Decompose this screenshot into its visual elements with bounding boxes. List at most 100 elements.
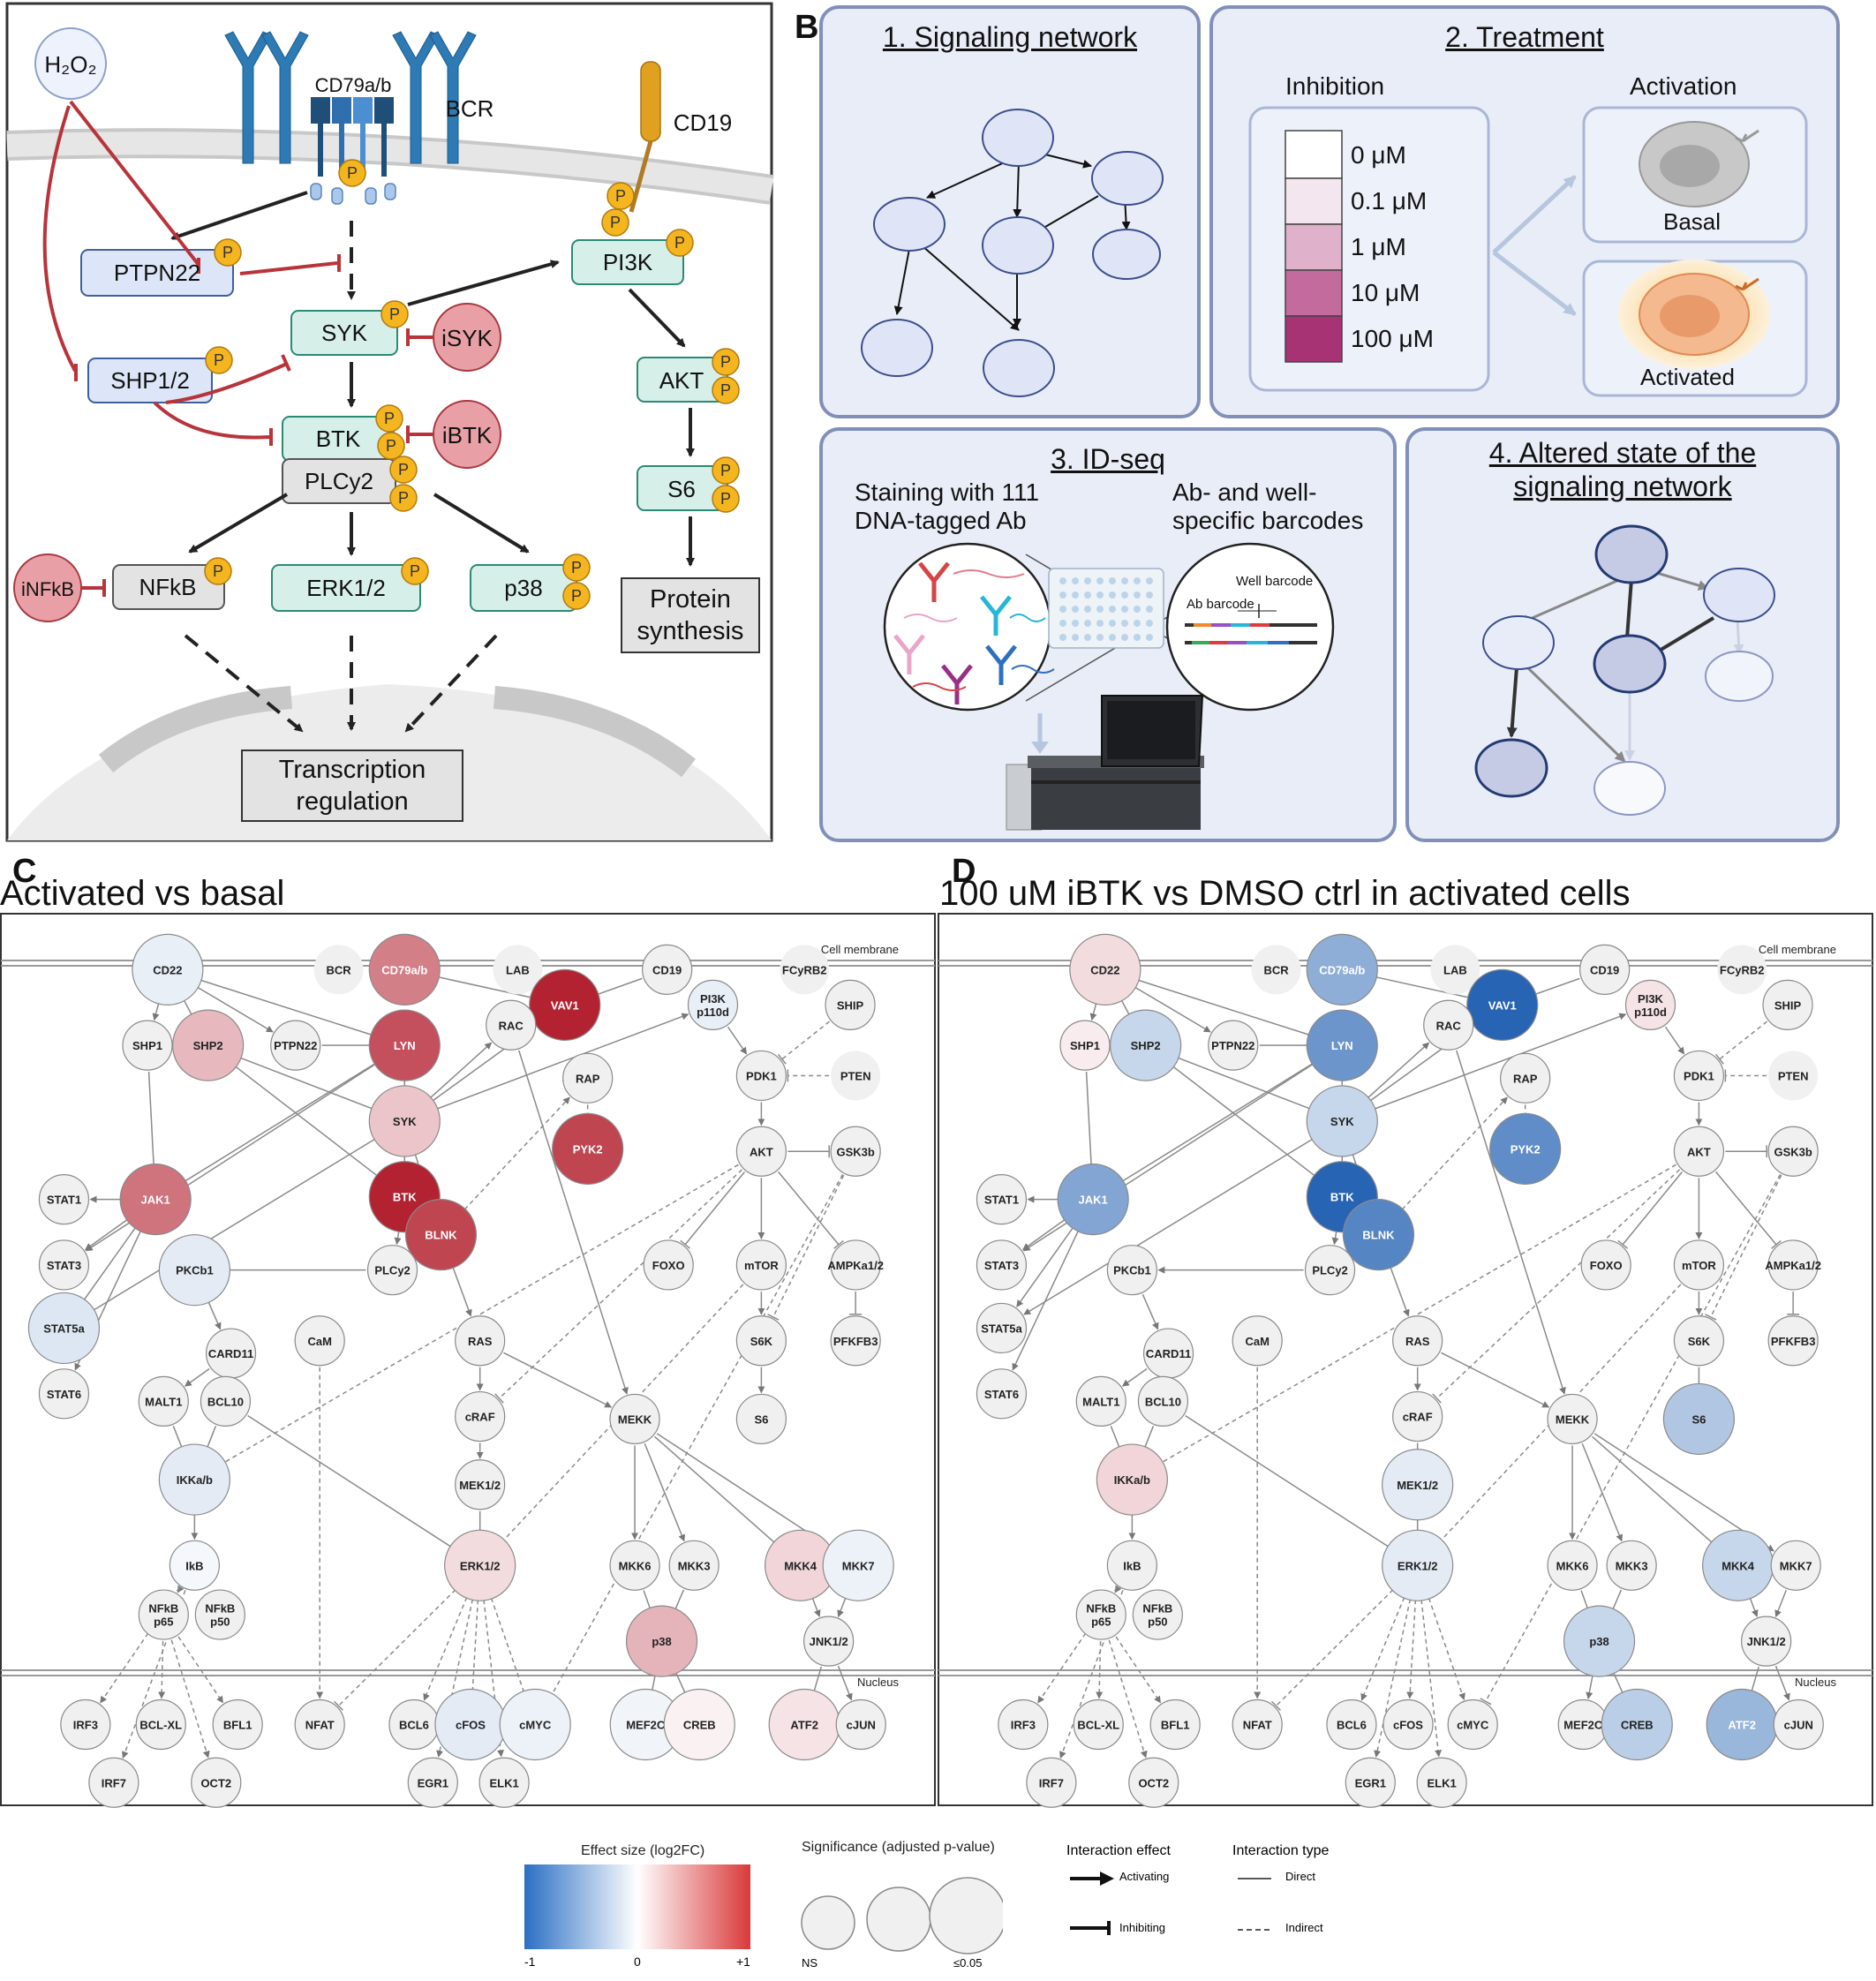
node-label-bcr: BCR	[326, 963, 351, 976]
node-jnk	[803, 1616, 855, 1667]
edge-JAK1-STAT3	[85, 1214, 135, 1251]
node-label-p38: p38	[652, 1635, 671, 1648]
edge-ERK12-EGR1	[436, 1591, 476, 1758]
node-nfat	[294, 1699, 345, 1751]
node-p38	[625, 1605, 698, 1677]
edge-RAC-MEKK	[1456, 1050, 1566, 1395]
node-cd22	[1069, 933, 1141, 1006]
node-label-pi3k: PI3K	[700, 992, 727, 1006]
treatment-sketch	[1248, 106, 1808, 397]
node-ras	[1392, 1315, 1443, 1367]
node-label-mek12: MEK1/2	[459, 1479, 501, 1492]
node-label-stat5a: STAT5a	[981, 1322, 1022, 1335]
node-label-creb: CREB	[683, 1718, 716, 1731]
node-label-shp1: SHP1	[132, 1039, 162, 1052]
node-ship	[1762, 979, 1813, 1030]
node-label-btk: BTK	[1330, 1191, 1354, 1204]
edge-AKT-IKK	[1154, 1164, 1676, 1467]
node-label-mek12: MEK1/2	[1397, 1479, 1438, 1492]
bcr-label: BCR	[446, 95, 494, 122]
node-label-cam: CaM	[1245, 1335, 1269, 1348]
node-label-syk: SYK	[1330, 1115, 1354, 1128]
svg-text:P: P	[720, 353, 731, 371]
node-rap	[562, 1052, 614, 1103]
node-bcl10	[200, 1375, 252, 1427]
node-label-rap: RAP	[1513, 1072, 1538, 1085]
node-label-nfat: NFAT	[1243, 1718, 1272, 1731]
node-pfkfb3	[1767, 1315, 1819, 1367]
node-mek12	[455, 1459, 506, 1510]
node-label-craf: cRAF	[465, 1411, 495, 1424]
node-shp1	[1059, 1020, 1111, 1071]
node-creb	[1601, 1688, 1673, 1761]
edge-SHP2-SYK	[232, 1054, 380, 1112]
edge-RAC-MEKK	[518, 1050, 629, 1395]
node-label-ras: RAS	[1405, 1335, 1430, 1348]
node-lab	[1430, 945, 1480, 995]
node-label-irf3: IRF3	[1011, 1718, 1036, 1731]
node-vav1	[529, 968, 601, 1041]
edge-inhibit-bar	[334, 1700, 343, 1711]
edge-BLNK-RAP	[1396, 1096, 1508, 1216]
node-mkk3	[1606, 1540, 1657, 1591]
edge-AKT-FOXO	[684, 1171, 745, 1246]
node-label-gsk3b: GSK3b	[1774, 1145, 1812, 1158]
node-nfkb50	[194, 1589, 245, 1640]
node-ras	[455, 1315, 506, 1367]
node-elk1	[1416, 1757, 1467, 1808]
node-label-elk1: ELK1	[490, 1776, 519, 1789]
node-label-foxo: FOXO	[1590, 1259, 1623, 1272]
node-p38	[1563, 1605, 1636, 1677]
node-label-s6: S6	[754, 1412, 768, 1426]
node-label-nfkb65: p65	[1091, 1616, 1111, 1629]
edge-JNK-CJUN	[1774, 1665, 1790, 1701]
node-label-pdk1: PDK1	[1684, 1069, 1714, 1082]
edge-SHP2-SYK	[1170, 1054, 1318, 1112]
node-label-irf7: IRF7	[1039, 1776, 1064, 1789]
node-label-shp2: SHP2	[1131, 1039, 1161, 1052]
inhibiting-label: Inhibiting	[1119, 1921, 1166, 1934]
edge-inhibit-bar	[1705, 1314, 1717, 1321]
node-stat1	[976, 1174, 1028, 1225]
node-rac	[1423, 999, 1474, 1051]
pi3k-label: PI3K	[603, 249, 653, 275]
node-s6k	[1673, 1315, 1725, 1367]
edge-MEKK-MKK4	[654, 1435, 781, 1549]
edge-MEKK-MKK3	[1581, 1442, 1623, 1542]
node-blnk	[404, 1199, 478, 1271]
edge-inhibit-bar	[1714, 1053, 1724, 1065]
direct-label: Direct	[1285, 1870, 1315, 1883]
node-label-mtor: mTOR	[744, 1259, 779, 1272]
node-ptpn22	[270, 1020, 321, 1071]
box2-title: 2. Treatment	[1445, 21, 1604, 53]
edge-GSK3B-CMYC	[547, 1174, 844, 1702]
box1-title: 1. Signaling network	[882, 21, 1138, 53]
node-label-bclxl: BCL-XL	[139, 1718, 182, 1731]
svg-text:P: P	[222, 244, 233, 261]
interaction-effect-glyphs	[1070, 1872, 1114, 1935]
cell-membrane-label: Cell membrane	[1759, 943, 1836, 956]
edge-LYN-CD22	[192, 975, 380, 1038]
edge-SYK-PI3K	[429, 1013, 689, 1113]
node-cd79	[368, 933, 441, 1006]
conc-0: 0 μM	[1351, 141, 1406, 169]
edge-inhibit-bar	[1271, 1700, 1281, 1711]
plcy2-label: PLCy2	[305, 468, 373, 494]
node-label-mkk7: MKK7	[842, 1559, 875, 1572]
node-label-s6: S6	[1691, 1412, 1706, 1426]
edge-MKK7-JNK	[1774, 1589, 1787, 1618]
node-rap	[1500, 1052, 1551, 1103]
node-label-cd19: CD19	[1590, 963, 1619, 976]
node-label-pkcb1: PKCb1	[1113, 1264, 1151, 1277]
edge-inhibit-bar	[1771, 1239, 1782, 1249]
node-irf3	[60, 1699, 111, 1751]
node-pten	[831, 1051, 881, 1101]
node-egr1	[1345, 1757, 1396, 1808]
node-label-ras: RAS	[468, 1335, 493, 1348]
node-label-pi3k: p110d	[697, 1006, 729, 1019]
node-label-nfkb65: p65	[154, 1616, 173, 1629]
node-ampk	[830, 1239, 881, 1291]
node-ship	[825, 979, 876, 1030]
edge-JAK1-STAT5A	[79, 1220, 141, 1307]
